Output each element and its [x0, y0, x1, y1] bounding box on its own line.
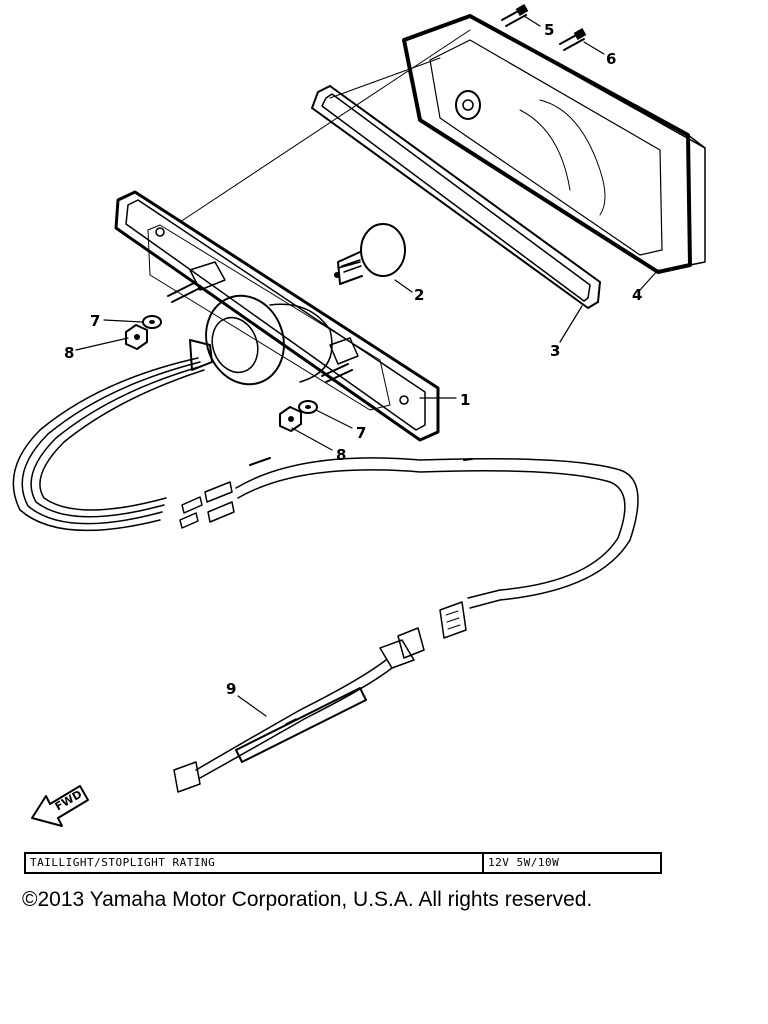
part-8-nut-left	[125, 324, 148, 350]
callout-9: 9	[226, 680, 236, 698]
part-7-washer-left	[142, 315, 162, 329]
callout-5: 5	[544, 21, 554, 39]
callout-1: 1	[460, 391, 470, 409]
callout-6: 6	[606, 50, 616, 68]
callout-7-left: 7	[90, 312, 100, 330]
part-7-washer-right	[298, 400, 318, 414]
leader-lines	[75, 15, 659, 717]
part-1-base-plate	[114, 190, 440, 442]
part-9-lead-wire	[173, 627, 425, 793]
part-5-screw	[501, 4, 529, 27]
fwd-arrow-icon: FWD	[31, 785, 89, 827]
callout-2: 2	[414, 286, 424, 304]
fwd-arrow-label: FWD	[53, 788, 84, 814]
rating-value: 12V 5W/10W	[488, 856, 560, 869]
socket-wire-harness	[12, 357, 235, 532]
part-4-lens-housing	[402, 14, 706, 274]
part-6-screw	[559, 28, 587, 51]
rating-table: TAILLIGHT/STOPLIGHT RATING 12V 5W/10W	[24, 852, 662, 874]
part-8-nut-right	[279, 406, 302, 432]
bulb-socket	[189, 261, 359, 386]
mounting-studs	[167, 281, 353, 383]
part-2-bulb	[334, 223, 406, 285]
callout-7-right: 7	[356, 424, 366, 442]
copyright-notice: ©2013 Yamaha Motor Corporation, U.S.A. A…	[22, 888, 593, 911]
callout-8-left: 8	[64, 344, 74, 362]
taillight-cable	[235, 457, 639, 639]
part-3-gasket	[311, 85, 601, 309]
rating-label: TAILLIGHT/STOPLIGHT RATING	[26, 854, 484, 872]
callout-8-right: 8	[336, 446, 346, 464]
taillight-exploded-diagram: 1 2 3 4 5 6 7 7 8 8 9 FWD	[12, 4, 706, 827]
callout-4: 4	[632, 286, 642, 304]
callout-3: 3	[550, 342, 560, 360]
